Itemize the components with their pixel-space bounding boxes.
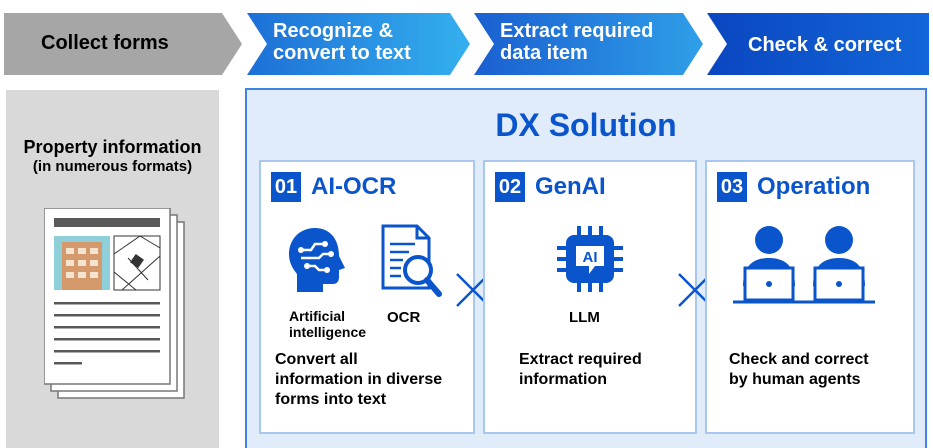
human-agents-icon: [733, 226, 875, 304]
step-arrow-collect: [4, 13, 242, 75]
step-arrow-extract: [474, 13, 703, 75]
card-number: 01: [271, 172, 301, 202]
ocr-magnifier-icon: [381, 224, 442, 297]
ai-head-icon: [289, 228, 345, 292]
property-info-subtitle: (in numerous formats): [32, 158, 193, 175]
card-number: 02: [495, 172, 525, 202]
step-label-extract: Extract required data item: [500, 20, 654, 64]
card-title: AI-OCR: [311, 173, 397, 200]
card-operation: 03 Operation Check and correct by human …: [705, 160, 915, 434]
property-info-panel: Property information (in numerous format…: [6, 90, 219, 448]
llm-label: LLM: [569, 309, 600, 326]
card-title: Operation: [757, 173, 871, 200]
step-arrow-check: [707, 13, 929, 75]
property-info-title: Property information: [23, 137, 202, 157]
card-description: Check and correct by human agents: [729, 351, 869, 388]
process-steps: Collect forms Recognize & convert to tex…: [0, 0, 933, 80]
card-number: 03: [717, 172, 747, 202]
step-label-collect: Collect forms: [41, 32, 169, 54]
card-title: GenAI: [535, 173, 606, 200]
ai-chip-icon: AI: [557, 226, 623, 292]
step-label-check: Check & correct: [748, 34, 902, 56]
card-ai-ocr: 01 AI-OCR Artificial intelligence OCR Co…: [259, 160, 475, 434]
card-genai: 02 GenAI AI LLM Extract required informa…: [483, 160, 697, 434]
card-description: Extract required information: [519, 351, 642, 388]
ai-label: Artificial intelligence: [289, 308, 367, 340]
step-label-recognize: Recognize & convert to text: [273, 20, 411, 64]
ocr-label: OCR: [387, 309, 421, 326]
chip-text: AI: [583, 249, 598, 266]
process-arrows: [4, 13, 929, 75]
document-stack-icon: [44, 208, 185, 399]
dx-solution-panel: DX Solution 01 AI-OCR Artificial intell: [245, 88, 927, 448]
step-arrow-recognize: [247, 13, 470, 75]
dx-solution-title: DX Solution: [495, 107, 677, 143]
card-description: Convert all information in diverse forms…: [275, 351, 443, 408]
